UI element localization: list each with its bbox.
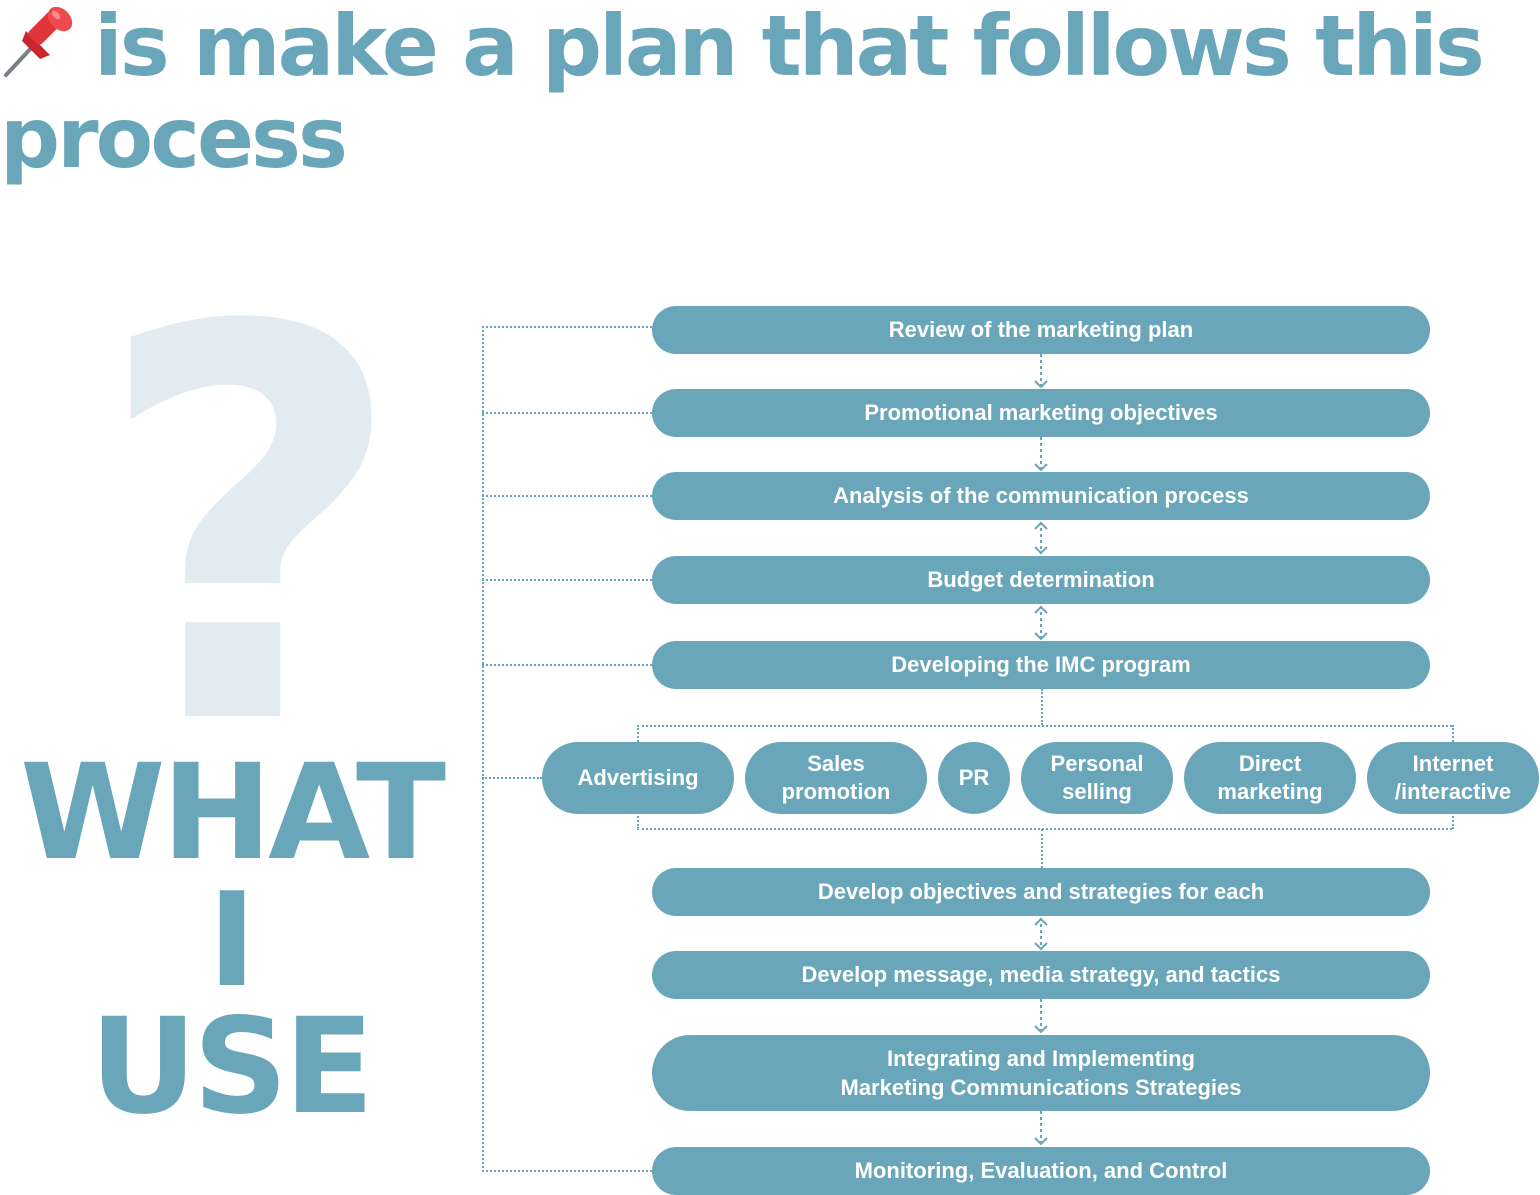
step-label: Review of the marketing plan (888, 317, 1194, 342)
left-connector-line (482, 326, 484, 1172)
pushpin-icon (0, 1, 80, 81)
question-mark: ? (93, 216, 407, 844)
channel-sales-promotion: Sales promotion (745, 742, 927, 814)
channel-pr: PR (938, 742, 1010, 814)
arrow-bidirectional-icon (1034, 604, 1048, 642)
step-label: Developing the IMC program (891, 652, 1191, 677)
step-label: Promotional marketing objectives (864, 400, 1218, 425)
step-review-marketing-plan: Review of the marketing plan (652, 306, 1430, 354)
connector-step-4 (482, 579, 652, 581)
headline-text: is make a plan that follows this process (0, 0, 1485, 187)
arrow-bidirectional-icon (1034, 916, 1048, 952)
connector-program-to-channels (1041, 689, 1043, 725)
channels-frame-bottom (637, 828, 1452, 830)
step-integrating-implementing: Integrating and Implementing Marketing C… (652, 1035, 1430, 1111)
word-use: USE (89, 990, 374, 1144)
arrow-bidirectional-icon (1034, 520, 1048, 556)
step-promotional-objectives: Promotional marketing objectives (652, 389, 1430, 437)
step-develop-message-media: Develop message, media strategy, and tac… (652, 951, 1430, 999)
channels-frame-top (637, 725, 1452, 727)
channel-internet-interactive: Internet /interactive (1367, 742, 1539, 814)
step-label: Budget determination (927, 567, 1155, 592)
step-label: Monitoring, Evaluation, and Control (854, 1158, 1228, 1183)
step-label: Develop objectives and strategies for ea… (817, 879, 1265, 904)
arrow-down-icon (1034, 1111, 1048, 1147)
step-label: Analysis of the communication process (833, 483, 1249, 508)
step-label: Integrating and Implementing Marketing C… (840, 1046, 1242, 1100)
connector-step-3 (482, 495, 652, 497)
connector-step-1 (482, 326, 652, 328)
arrow-down-icon (1034, 354, 1048, 390)
word-i: I (207, 864, 256, 1016)
step-develop-objectives-strategies: Develop objectives and strategies for ea… (652, 868, 1430, 916)
word-what: WHAT (20, 736, 446, 890)
connector-step-9 (482, 1170, 652, 1172)
connector-channels (482, 777, 542, 779)
channel-direct-marketing: Direct marketing (1184, 742, 1356, 814)
step-budget-determination: Budget determination (652, 556, 1430, 604)
channel-advertising: Advertising (542, 742, 734, 814)
arrow-down-icon (1034, 437, 1048, 473)
step-communication-analysis: Analysis of the communication process (652, 472, 1430, 520)
arrow-down-icon (1034, 999, 1048, 1035)
connector-channels-to-objectives (1041, 829, 1043, 868)
page-title: is make a plan that follows this process (0, 0, 1500, 184)
step-monitoring-evaluation-control: Monitoring, Evaluation, and Control (652, 1147, 1430, 1195)
step-label: Develop message, media strategy, and tac… (801, 962, 1281, 987)
step-developing-imc-program: Developing the IMC program (652, 641, 1430, 689)
connector-step-2 (482, 412, 652, 414)
connector-step-5 (482, 664, 652, 666)
channel-personal-selling: Personal selling (1021, 742, 1173, 814)
